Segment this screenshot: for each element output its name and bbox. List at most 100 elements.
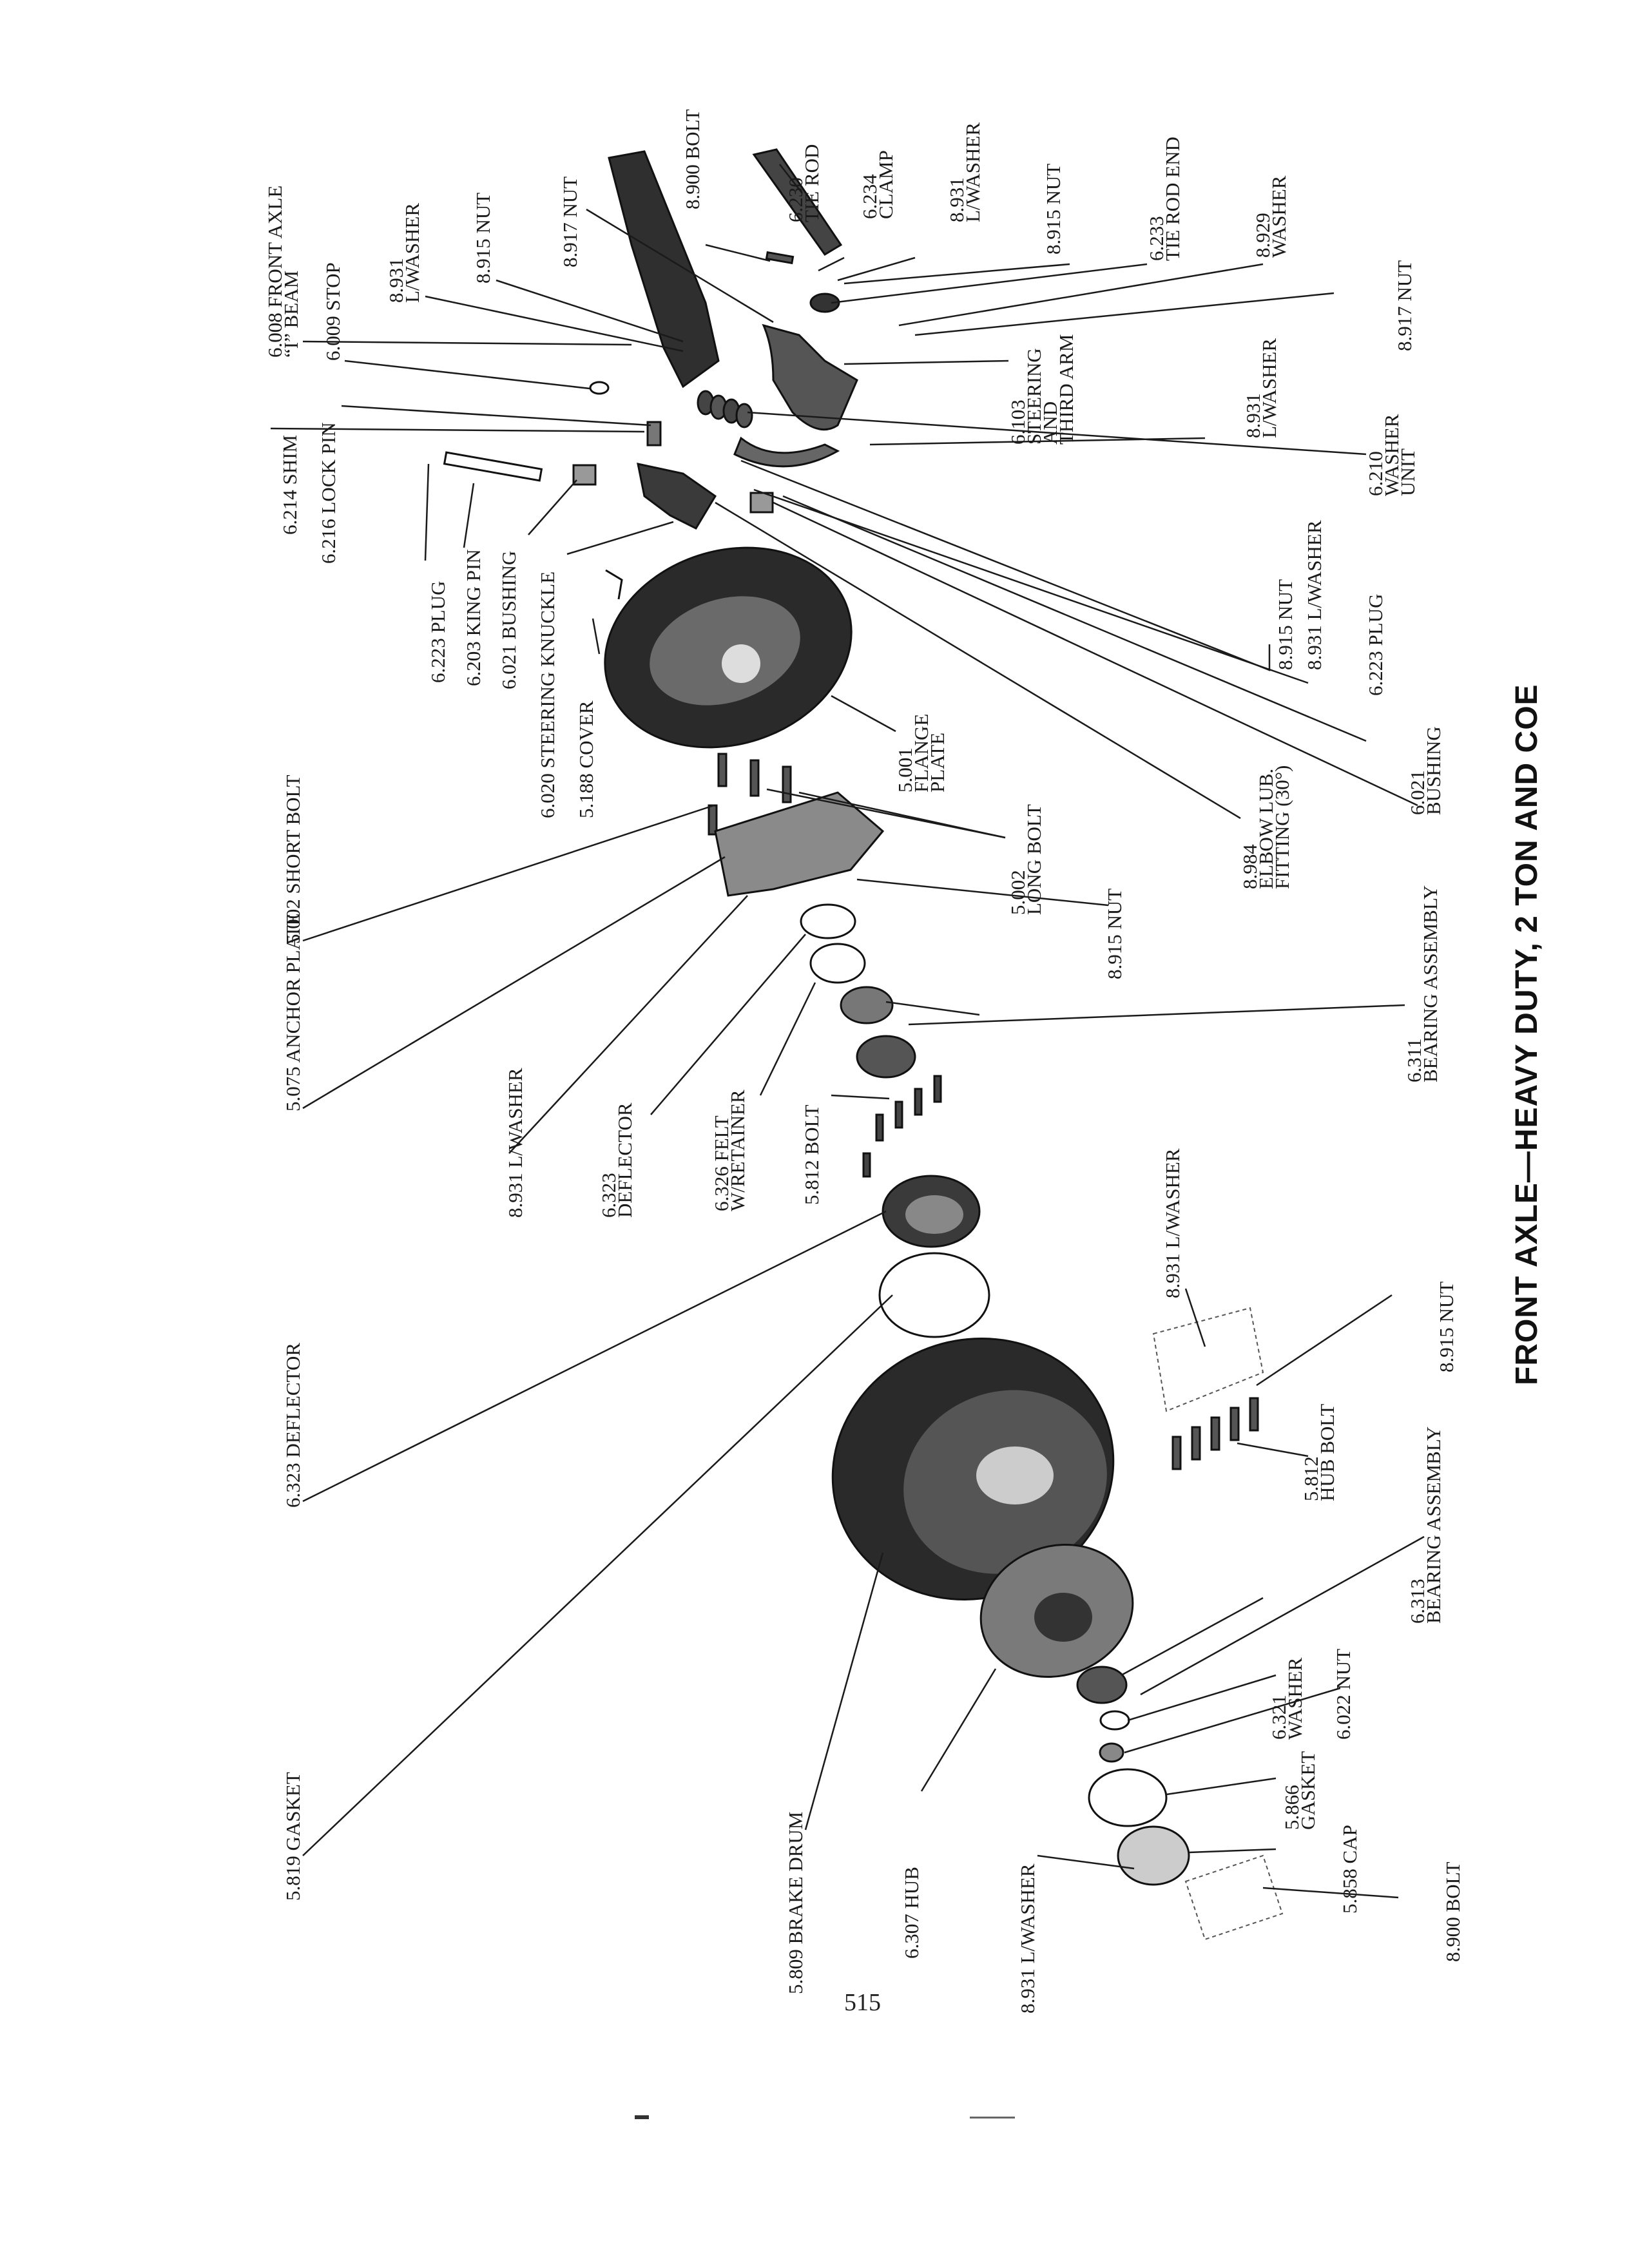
label-short-bolt: 5.002 SHORT BOLT (282, 774, 304, 944)
label-lw-8931-anchor: 8.931 L/WASHER (504, 1068, 526, 1218)
label-bushing-6021: 6.021 BUSHING (497, 551, 520, 689)
label-lw-8931-hub: 8.931 L/WASHER (1161, 1148, 1184, 1298)
deflector-part (800, 903, 856, 939)
label-bolt-8900-bottom: 8.900 BOLT (1441, 1861, 1464, 1962)
label-gasket-5866-2: GASKET (1296, 1751, 1319, 1830)
label-bearing-6313-2: BEARING ASSEMBLY (1422, 1427, 1445, 1624)
label-king-pin: 6.203 KING PIN (462, 549, 485, 686)
tie-rod (752, 148, 843, 256)
label-steering-arm-3: AND (1039, 401, 1061, 445)
page-number: 515 (844, 1989, 881, 2016)
label-clamp-1: 6.234 (858, 174, 881, 219)
label-elbow-3: FITTING (30°) (1271, 765, 1293, 889)
label-lw-clamp-1: 8.931 (945, 177, 968, 222)
label-bolt-5812: 5.812 BOLT (800, 1104, 823, 1205)
label-washer-8929-1: 8.929 (1251, 213, 1274, 258)
label-nut-8915-top: 8.915 NUT (472, 193, 494, 284)
label-flange-plate-3: PLATE (926, 733, 949, 793)
label-tie-rod-end-2: TIE ROD END (1161, 137, 1184, 261)
felt-retainer-part (809, 943, 866, 984)
diagram-title: FRONT AXLE—HEAVY DUTY, 2 TON AND COE (1510, 684, 1544, 1385)
label-bolt-8900-top: 8.900 BOLT (681, 109, 704, 209)
label-front-axle-2: “I” BEAM (280, 271, 302, 358)
label-washer-8929-2: WASHER (1268, 175, 1290, 258)
label-front-axle-1: 6.008 FRONT AXLE (264, 186, 286, 358)
tie-rod-end (809, 293, 840, 313)
third-arm (733, 436, 840, 468)
part-labels: 5.819 GASKET 6.323 DEFLECTOR 5.075 ANCHO… (264, 109, 1464, 2013)
label-long-bolt-2: LONG BOLT (1023, 804, 1045, 915)
label-shim: 6.214 SHIM (278, 435, 301, 535)
bearing-6313-part (1076, 1666, 1128, 1704)
elbow-fitting-part (605, 569, 623, 600)
flange-plate-hole (722, 644, 760, 683)
shim-part (646, 421, 662, 447)
label-lock-pin: 6.216 LOCK PIN (317, 422, 340, 564)
hub-center (1034, 1593, 1092, 1642)
gasket-5819-part (878, 1252, 990, 1338)
label-lw-clamp-2: L/WASHER (961, 122, 984, 222)
label-lw-top-1: 8.931 (385, 258, 407, 303)
label-nut-6022: 6.022 NUT (1332, 1649, 1354, 1740)
label-hub-6307: 6.307 HUB (900, 1867, 923, 1959)
label-tie-rod-1: 6.230 (784, 177, 807, 222)
label-felt-2: W/RETAINER (726, 1090, 749, 1211)
label-washer-unit-1: 6.210 (1364, 451, 1387, 496)
label-bushing-right-1: 6.021 (1406, 770, 1429, 815)
label-bearing-6311-2: BEARING ASSEMBLY (1419, 885, 1441, 1082)
label-nut-8915-right: 8.915 NUT (1042, 164, 1065, 255)
label-nut-8915-anchor: 8.915 NUT (1103, 889, 1126, 979)
brake-drum-hole (976, 1446, 1054, 1504)
label-lw-8931-mid3: 8.931 L/WASHER (1303, 520, 1325, 670)
label-hub-bolt-1: 5.812 (1300, 1456, 1322, 1501)
label-bearing-6311-1: 6.311 (1403, 1038, 1425, 1082)
label-hub-bolt-2: HUB BOLT (1316, 1404, 1338, 1501)
axle-i-beam (608, 150, 720, 389)
label-gasket-5866-1: 5.866 (1280, 1785, 1303, 1830)
label-lw-8931-bottom: 8.931 L/WASHER (1016, 1863, 1039, 2013)
anchor-plate-part (714, 791, 885, 897)
king-pin-part (443, 451, 543, 482)
nut-6022-part (1099, 1742, 1124, 1763)
label-lw-top-2: L/WASHER (401, 203, 423, 303)
label-nut-8917-right: 8.917 NUT (1393, 260, 1416, 351)
label-washer-6321-1: 6.321 (1268, 1695, 1290, 1740)
hub-bolts-group (1152, 1307, 1264, 1470)
stop-part (589, 381, 610, 395)
label-long-bolt-1: 5.002 (1007, 870, 1029, 915)
label-nut-8915-hub: 8.915 NUT (1435, 1282, 1458, 1372)
exploded-parts-illustration (443, 148, 1284, 1941)
label-flange-plate-2: FLANGE (910, 714, 932, 793)
label-bushing-right-2: BUSHING (1422, 726, 1445, 815)
bottom-bolts-group (1184, 1854, 1284, 1941)
label-nut-8915-mid: 8.915 NUT (1274, 579, 1296, 670)
washer-6321-part (1099, 1710, 1130, 1731)
label-plug-6223: 6.223 PLUG (427, 581, 449, 683)
scan-mark-right (970, 2117, 1015, 2119)
label-steering-arm-4: THIRD ARM (1055, 334, 1077, 445)
label-plug-6223-right: 6.223 PLUG (1364, 594, 1387, 696)
label-deflector-6323a-2: DEFLECTOR (613, 1102, 636, 1218)
label-cap-5858: 5.858 CAP (1338, 1825, 1361, 1914)
label-steering-arm-2: STEERING (1023, 348, 1045, 445)
label-washer-unit-3: UNIT (1396, 448, 1419, 496)
label-felt-1: 6.326 FELT (710, 1115, 733, 1211)
flange-plate-inner (650, 596, 800, 706)
gasket-5866-part (1088, 1768, 1168, 1827)
label-steering-knuckle: 6.020 STEERING KNUCKLE (536, 572, 559, 818)
label-steering-arm-1: 6.103 (1007, 399, 1029, 445)
label-elbow-2: ELBOW LUB. (1255, 769, 1277, 889)
steering-knuckle-part (637, 463, 717, 530)
label-bearing-6313-1: 6.313 (1406, 1579, 1429, 1624)
label-deflector-6323b: 6.323 DEFLECTOR (282, 1343, 304, 1508)
cap-5858-part (1117, 1825, 1190, 1886)
label-tie-rod-end-1: 6.233 (1145, 216, 1168, 261)
label-nut-8917-top: 8.917 NUT (559, 177, 581, 267)
bolts-5812-part (862, 1075, 942, 1178)
label-flange-plate-1: 5.001 (894, 747, 916, 793)
bearing-6311-part (840, 986, 916, 1079)
bolt-8900-top-part (765, 251, 795, 265)
label-tie-rod-2: TIE ROD (800, 144, 823, 222)
steering-third-arm (762, 323, 858, 431)
